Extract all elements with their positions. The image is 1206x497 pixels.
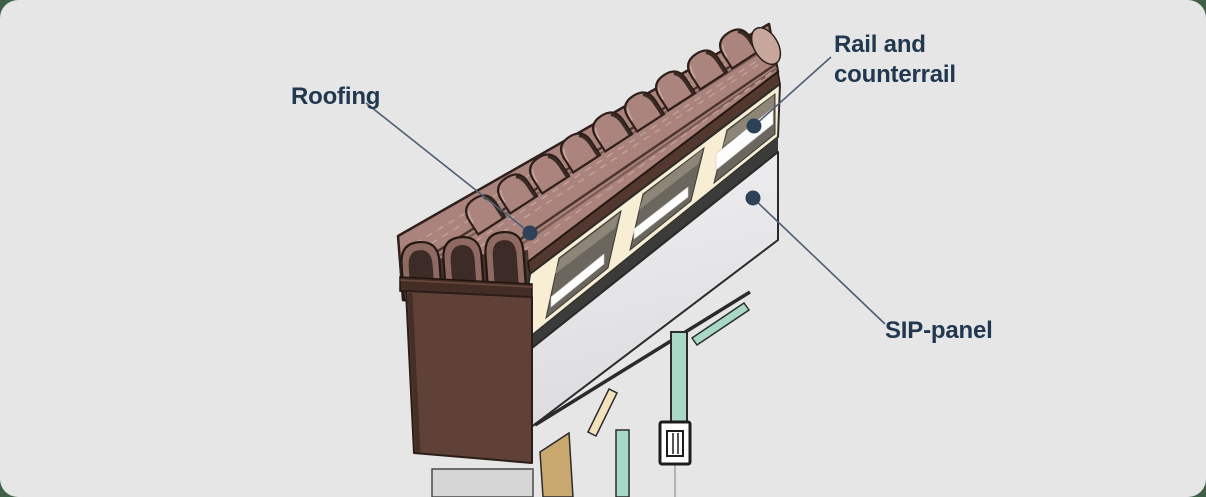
gable-fascia <box>399 276 534 497</box>
battens-and-counterrails <box>519 83 781 346</box>
label-rail-and-counterrail: Rail and counterrail <box>834 30 956 90</box>
teal-post-2 <box>615 429 630 497</box>
tan-panel <box>539 431 574 497</box>
callout-dot-sip <box>745 190 761 206</box>
callout-dot-rail <box>746 118 762 134</box>
callout-dot-roofing <box>522 225 538 241</box>
cream-brace <box>587 387 618 438</box>
callout-leader-rail <box>753 56 832 127</box>
label-rail-line2: counterrail <box>834 61 956 88</box>
label-roofing: Roofing <box>291 82 380 112</box>
wall-structure <box>534 290 751 497</box>
wall-top-edge <box>534 290 751 427</box>
wall-column <box>431 468 534 497</box>
callout-leader-roofing <box>365 102 531 234</box>
outlet-box <box>658 420 692 466</box>
label-roofing-text: Roofing <box>291 83 381 110</box>
teal-top-plate <box>690 301 751 347</box>
label-sip-text: SIP-panel <box>885 317 993 344</box>
callouts <box>365 56 886 325</box>
label-rail-line1: Rail and <box>834 31 926 58</box>
callout-leader-sip <box>752 197 886 325</box>
sip-edge-strip <box>517 137 778 360</box>
tile-end-face <box>750 26 782 66</box>
label-sip-panel: SIP-panel <box>885 316 993 346</box>
teal-post <box>670 331 688 427</box>
